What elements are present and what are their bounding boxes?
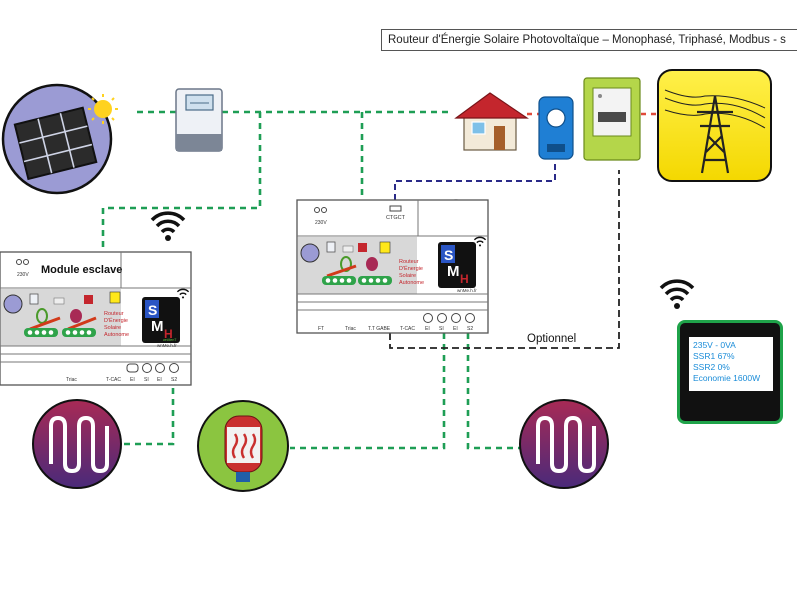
main-terminal-label: Triac [345,326,356,332]
main-terminal-label: EI [453,326,458,332]
heater-node-right [519,399,609,489]
slave-brand-line-3: Solaire [104,325,121,331]
heater-icon [49,415,109,474]
water-heater-node [197,400,289,492]
slave-module-label: Module esclave [41,264,122,276]
wifi-icon [176,288,190,299]
slave-voltage: 230V [17,272,29,278]
optional-label: Optionnel [527,333,576,345]
slave-terminal-label: Triac [66,377,77,383]
ct-link [394,160,556,200]
remote-display: 235V - 0VA SSR1 67% SSR2 0% Economie 160… [677,320,783,424]
slave-site: wnMe.h.fr [157,343,177,348]
main-terminal-label: S2 [467,326,473,332]
main-site: wnMe.h.fr [457,288,477,293]
display-line-savings: Economie 1600W [693,373,761,383]
page-title: Routeur d'Énergie Solaire Photovoltaïque… [381,29,797,51]
slave-logo-letter-m: M [151,318,164,335]
slave-terminal-label: EI [157,377,162,383]
main-voltage: 230V [315,220,327,226]
display-line-voltage: 235V - 0VA [693,340,736,350]
heater-node-left [32,399,122,489]
solar-panel-icon [13,106,98,181]
optional-link [389,170,620,349]
slave-terminal-label: SI [144,377,149,383]
slave-bottom-labels: Triac T-CAC EI SI EI S2 [66,377,177,383]
slave-logo-letter-h: H [164,327,173,341]
main-terminal-label: SI [439,326,444,332]
electricity-meter-icon [583,77,641,161]
inverter-icon [175,88,223,152]
slave-terminal-label: EI [130,377,135,383]
main-terminal-label: FT [318,326,324,332]
slave-module-panel-art [3,291,121,337]
slave-terminal-label: T-CAC [106,377,121,383]
wifi-icon [150,211,186,241]
wifi-icon [659,279,695,309]
main-logo: S M H [438,242,476,288]
slave-brand-line-2: D'Énergie [104,317,128,324]
slave-router-module: 230V Module esclave Routeur D'Énergie So… [0,251,192,386]
slave-logo-sub: wnMenT [163,338,177,342]
main-brand-line-2: D'Énergie [399,265,423,272]
main-brand-line-4: Autonome [399,280,424,286]
heater-icon [536,415,596,474]
wifi-icon [473,236,487,247]
main-bottom-labels: FT Triac T.T GABE T-CAC EI SI EI S2 [318,326,473,332]
main-ct-label: CTGCT [386,215,406,221]
display-line-ssr1: SSR1 67% [693,351,735,361]
main-router-module: 230V CTGCT Routeur D'Énergie Solaire Aut… [296,199,489,334]
display-screen: 235V - 0VA SSR1 67% SSR2 0% Economie 160… [689,337,773,391]
current-clamp-icon [538,96,574,160]
main-terminal-label: T.T GABE [368,326,391,332]
main-terminal-label: T-CAC [400,326,415,332]
main-terminal-label: EI [425,326,430,332]
green-data-links [101,110,520,450]
solar-panel-node [1,83,118,195]
house-icon [454,92,529,151]
slave-brand-line-4: Autonome [104,332,129,338]
main-brand-line-1: Routeur [399,259,419,265]
main-logo-letter-m: M [447,263,460,280]
display-line-ssr2: SSR2 0% [693,362,730,372]
main-brand-line-3: Solaire [399,273,416,279]
slave-terminal-label: S2 [171,377,177,383]
slave-brand-line-1: Routeur [104,311,124,317]
power-pylon-icon [657,69,772,182]
water-heater-icon [224,415,263,482]
slave-logo-letter-s: S [148,302,157,318]
main-logo-letter-h: H [460,272,469,286]
sun-icon [88,94,118,124]
main-logo-letter-s: S [444,247,453,263]
slave-logo: S M H wnMenT [142,297,180,343]
main-module-panel-art [300,241,392,285]
